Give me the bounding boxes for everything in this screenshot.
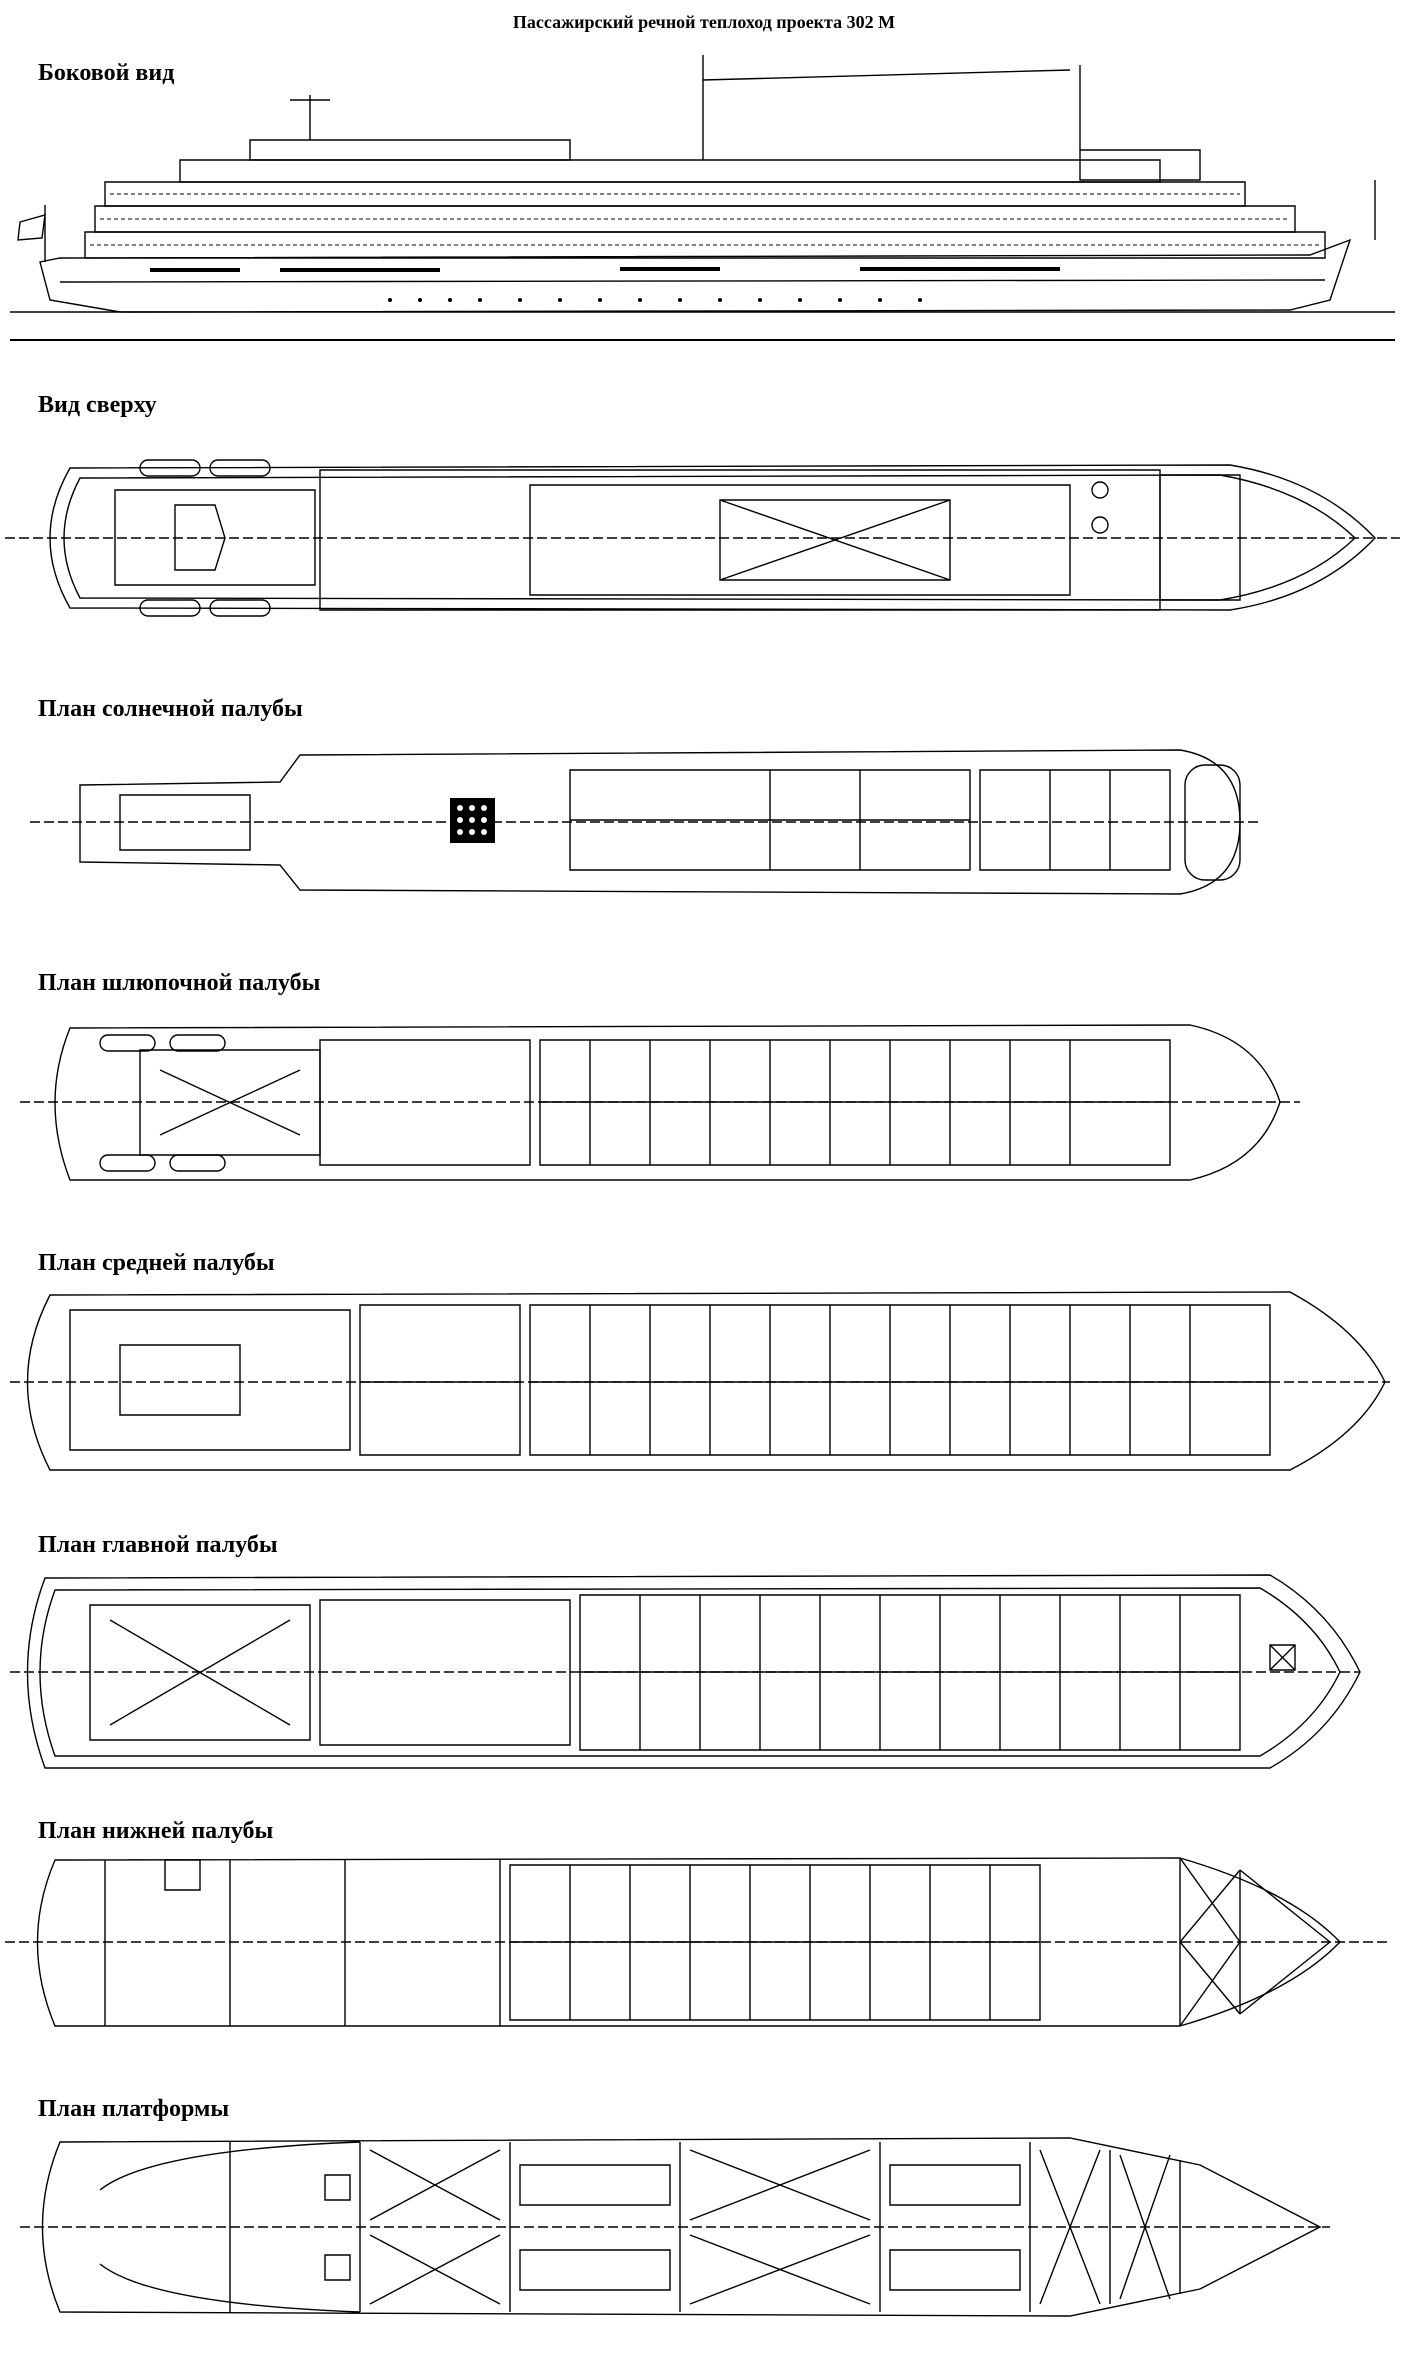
boat-deck-section: План шлюпочной палубы — [0, 940, 1408, 1220]
lower-deck-section: План нижней палубы — [0, 1800, 1408, 2090]
top-view-drawing — [0, 360, 1408, 660]
side-view-section: Боковой вид — [0, 0, 1408, 360]
middle-deck-label: План средней палубы — [38, 1250, 275, 1276]
platform-drawing — [0, 2090, 1408, 2356]
middle-deck-drawing — [0, 1220, 1408, 1510]
main-deck-drawing — [0, 1510, 1408, 1800]
lower-deck-drawing — [0, 1800, 1408, 2090]
sun-deck-section: План солнечной палубы — [0, 660, 1408, 940]
drawing-title: Пассажирский речной теплоход проекта 302… — [512, 12, 896, 32]
main-deck-label: План главной палубы — [38, 1532, 278, 1558]
side-view-label: Боковой вид — [38, 60, 175, 86]
main-deck-section: План главной палубы — [0, 1510, 1408, 1800]
top-view-label: Вид сверху — [38, 392, 157, 418]
side-view-drawing — [0, 0, 1408, 360]
boat-deck-label: План шлюпочной палубы — [38, 970, 321, 996]
middle-deck-section: План средней палубы — [0, 1220, 1408, 1510]
sun-deck-label: План солнечной палубы — [38, 696, 303, 722]
sun-deck-drawing — [0, 660, 1408, 940]
lower-deck-label: План нижней палубы — [38, 1818, 274, 1844]
boat-deck-drawing — [0, 940, 1408, 1220]
platform-label: План платформы — [38, 2096, 230, 2122]
top-view-section: Вид сверху — [0, 360, 1408, 660]
platform-section: План платформы — [0, 2090, 1408, 2356]
